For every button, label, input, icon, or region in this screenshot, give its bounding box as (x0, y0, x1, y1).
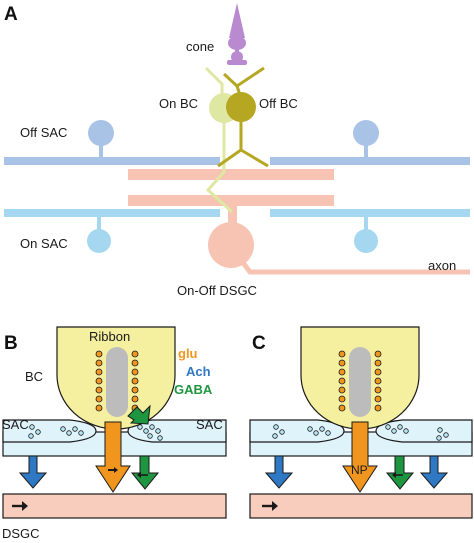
ribbon-c (349, 347, 371, 417)
sac-left-label-b: SAC (2, 417, 29, 432)
on-sac (4, 209, 470, 253)
dsgc-dendrite-b (2, 493, 227, 519)
on-sac-label: On SAC (20, 236, 68, 251)
dsgc-a (128, 169, 470, 275)
sac-vesicles-b (28, 424, 163, 441)
legend-gaba: GABA (174, 382, 213, 397)
sac-left-varicosity-c (249, 419, 345, 443)
gaba-arrow-b (130, 455, 160, 490)
ach-arrow-b (18, 455, 48, 489)
ach-arrow-c-left (264, 455, 294, 489)
glutamate-vesicles-b (95, 350, 139, 412)
panel-a-label: A (4, 4, 18, 25)
dsgc-axon (239, 258, 470, 275)
panel-b: B (2, 326, 227, 541)
np-label: NP (351, 463, 368, 477)
dsgc-label: On-Off DSGC (177, 283, 257, 298)
axon-label: axon (428, 258, 456, 273)
np-arrow-b-mark (108, 467, 118, 473)
ach-arrow-c-right (419, 455, 449, 489)
off-bc-label: Off BC (259, 96, 298, 111)
ribbon-label-b: Ribbon (89, 329, 130, 344)
cone (227, 3, 247, 65)
gaba-arrow-c-mark (392, 472, 403, 478)
arrow-right-icon (12, 501, 28, 511)
gaba-arrow-c (385, 455, 415, 490)
bc-label-b: BC (25, 369, 43, 384)
sac-right-label-b: SAC (196, 417, 223, 432)
cone-label: cone (186, 39, 214, 54)
dsgc-dendrite-c (249, 493, 473, 519)
ribbon-b (106, 347, 128, 417)
glu-arrow-b (95, 421, 131, 493)
off-sac-label: Off SAC (20, 125, 67, 140)
dsgc-label-b: DSGC (2, 526, 40, 541)
glutamate-vesicles-c (338, 350, 382, 412)
gaba-arrow-b-mark (137, 472, 148, 478)
panel-c-label: C (252, 333, 266, 354)
on-sac-left-soma (87, 229, 111, 253)
arrow-right-icon (262, 501, 278, 511)
on-sac-right-soma (354, 229, 378, 253)
off-sac (4, 120, 470, 165)
off-sac-right-soma (353, 120, 379, 146)
off-bc (217, 66, 269, 168)
panel-c: C NP (249, 326, 473, 519)
glu-arrow-c (342, 421, 378, 493)
panel-b-label: B (4, 333, 18, 354)
off-sac-left-soma (88, 120, 114, 146)
gaba-to-bc-arrow-b (127, 404, 151, 425)
legend-ach: Ach (186, 364, 211, 379)
sac-vesicles-c (272, 424, 449, 441)
on-bc-label: On BC (159, 96, 198, 111)
dsgc-soma (208, 222, 254, 268)
legend-glu: glu (178, 346, 198, 361)
sac-left-varicosity-b (2, 419, 97, 443)
on-bc (204, 66, 239, 214)
panel-a: A (4, 3, 470, 298)
sac-right-varicosity-c (375, 419, 473, 443)
